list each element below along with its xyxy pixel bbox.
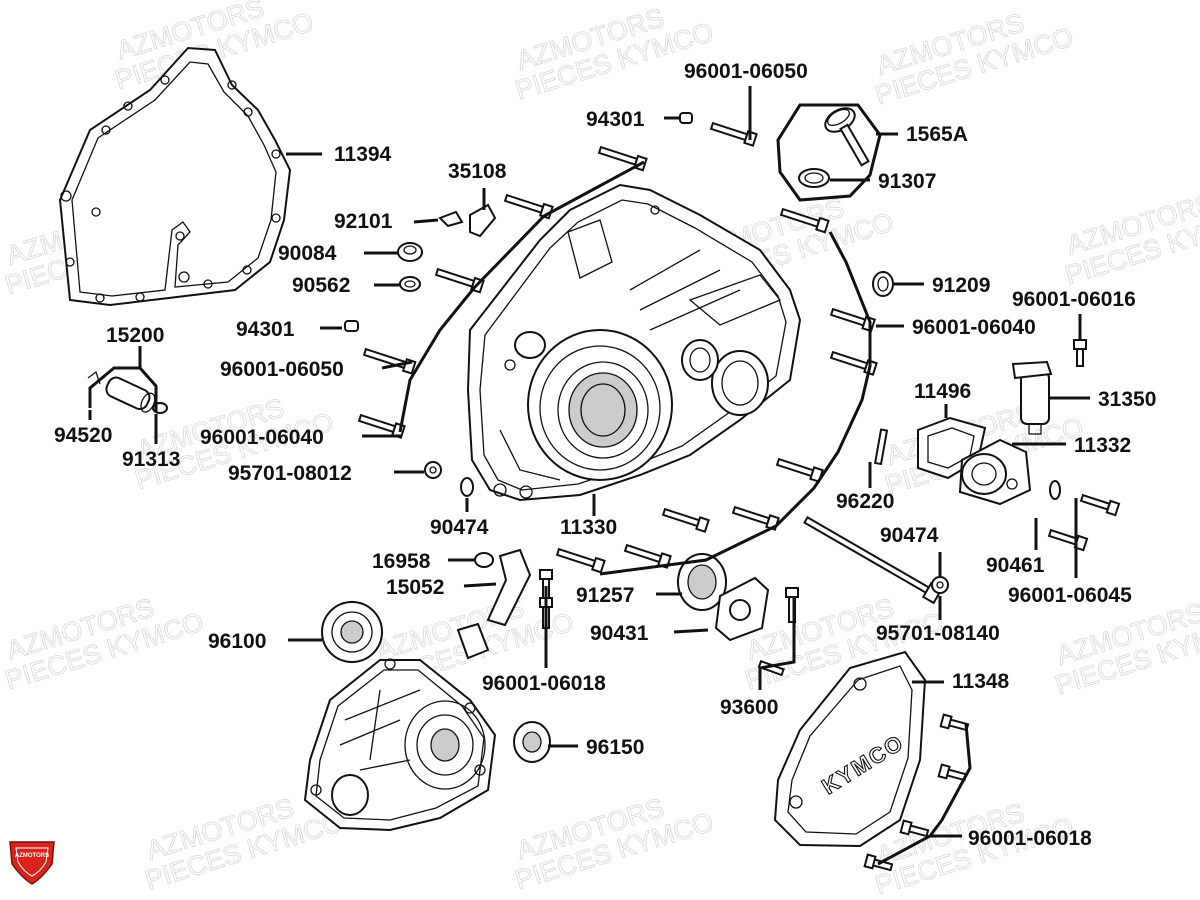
label-1565A: 1565A bbox=[906, 123, 968, 146]
label-91313: 91313 bbox=[122, 448, 180, 471]
label-15200: 15200 bbox=[106, 324, 164, 347]
small-parts-left-drawing bbox=[87, 203, 497, 497]
label-96001-06050-top: 96001-06050 bbox=[684, 60, 808, 83]
label-35108: 35108 bbox=[448, 160, 507, 183]
bolts-drawing bbox=[344, 112, 1121, 872]
label-96220: 96220 bbox=[836, 490, 894, 513]
small-parts-right-drawing bbox=[872, 271, 1061, 594]
label-95701-08140: 95701-08140 bbox=[876, 622, 1000, 645]
label-11330: 11330 bbox=[560, 516, 617, 539]
gasket-11394-drawing bbox=[58, 46, 292, 307]
oil-filler-group-drawing bbox=[776, 103, 882, 202]
label-94520: 94520 bbox=[54, 424, 112, 447]
part-number-labels: 11394 35108 92101 90084 90562 94301 9600… bbox=[54, 60, 1156, 850]
label-93600: 93600 bbox=[720, 696, 778, 719]
label-15052: 15052 bbox=[386, 576, 444, 599]
label-91257: 91257 bbox=[576, 584, 634, 607]
label-90461: 90461 bbox=[986, 554, 1045, 577]
label-11496: 11496 bbox=[914, 380, 971, 403]
label-94301-left: 94301 bbox=[236, 318, 295, 341]
leader-lines bbox=[88, 86, 1090, 866]
label-94301-top: 94301 bbox=[586, 108, 645, 131]
label-96001-06045: 96001-06045 bbox=[1008, 584, 1132, 607]
label-90474-left: 90474 bbox=[430, 516, 489, 539]
label-92101: 92101 bbox=[334, 210, 393, 233]
label-91209: 91209 bbox=[932, 274, 990, 297]
logo-text: AZMOTORS bbox=[15, 853, 49, 859]
label-96001-06018-bottom: 96001-06018 bbox=[968, 827, 1092, 850]
label-96001-06040-left: 96001-06040 bbox=[200, 426, 324, 449]
azmotors-logo: AZMOTORS bbox=[9, 841, 55, 885]
label-90562: 90562 bbox=[292, 274, 350, 297]
label-16958: 16958 bbox=[372, 550, 431, 573]
label-90431: 90431 bbox=[590, 622, 649, 645]
label-96100: 96100 bbox=[208, 630, 266, 653]
label-90474-right: 90474 bbox=[880, 524, 939, 547]
label-95701-08012: 95701-08012 bbox=[228, 462, 352, 485]
label-11394: 11394 bbox=[334, 143, 392, 166]
label-11348: 11348 bbox=[952, 670, 1010, 693]
label-11332: 11332 bbox=[1074, 434, 1131, 457]
crankcase-cover-11330-drawing bbox=[466, 183, 802, 502]
label-31350: 31350 bbox=[1098, 388, 1156, 411]
label-90084: 90084 bbox=[278, 242, 337, 265]
label-96001-06050-left: 96001-06050 bbox=[220, 358, 344, 381]
label-96001-06040-right: 96001-06040 bbox=[912, 316, 1036, 339]
label-96150: 96150 bbox=[586, 736, 644, 759]
label-96001-06016: 96001-06016 bbox=[1012, 288, 1136, 311]
bottom-parts-drawing: KYMCO bbox=[303, 548, 927, 848]
label-91307: 91307 bbox=[878, 170, 936, 193]
label-96001-06018-mid: 96001-06018 bbox=[482, 672, 606, 695]
